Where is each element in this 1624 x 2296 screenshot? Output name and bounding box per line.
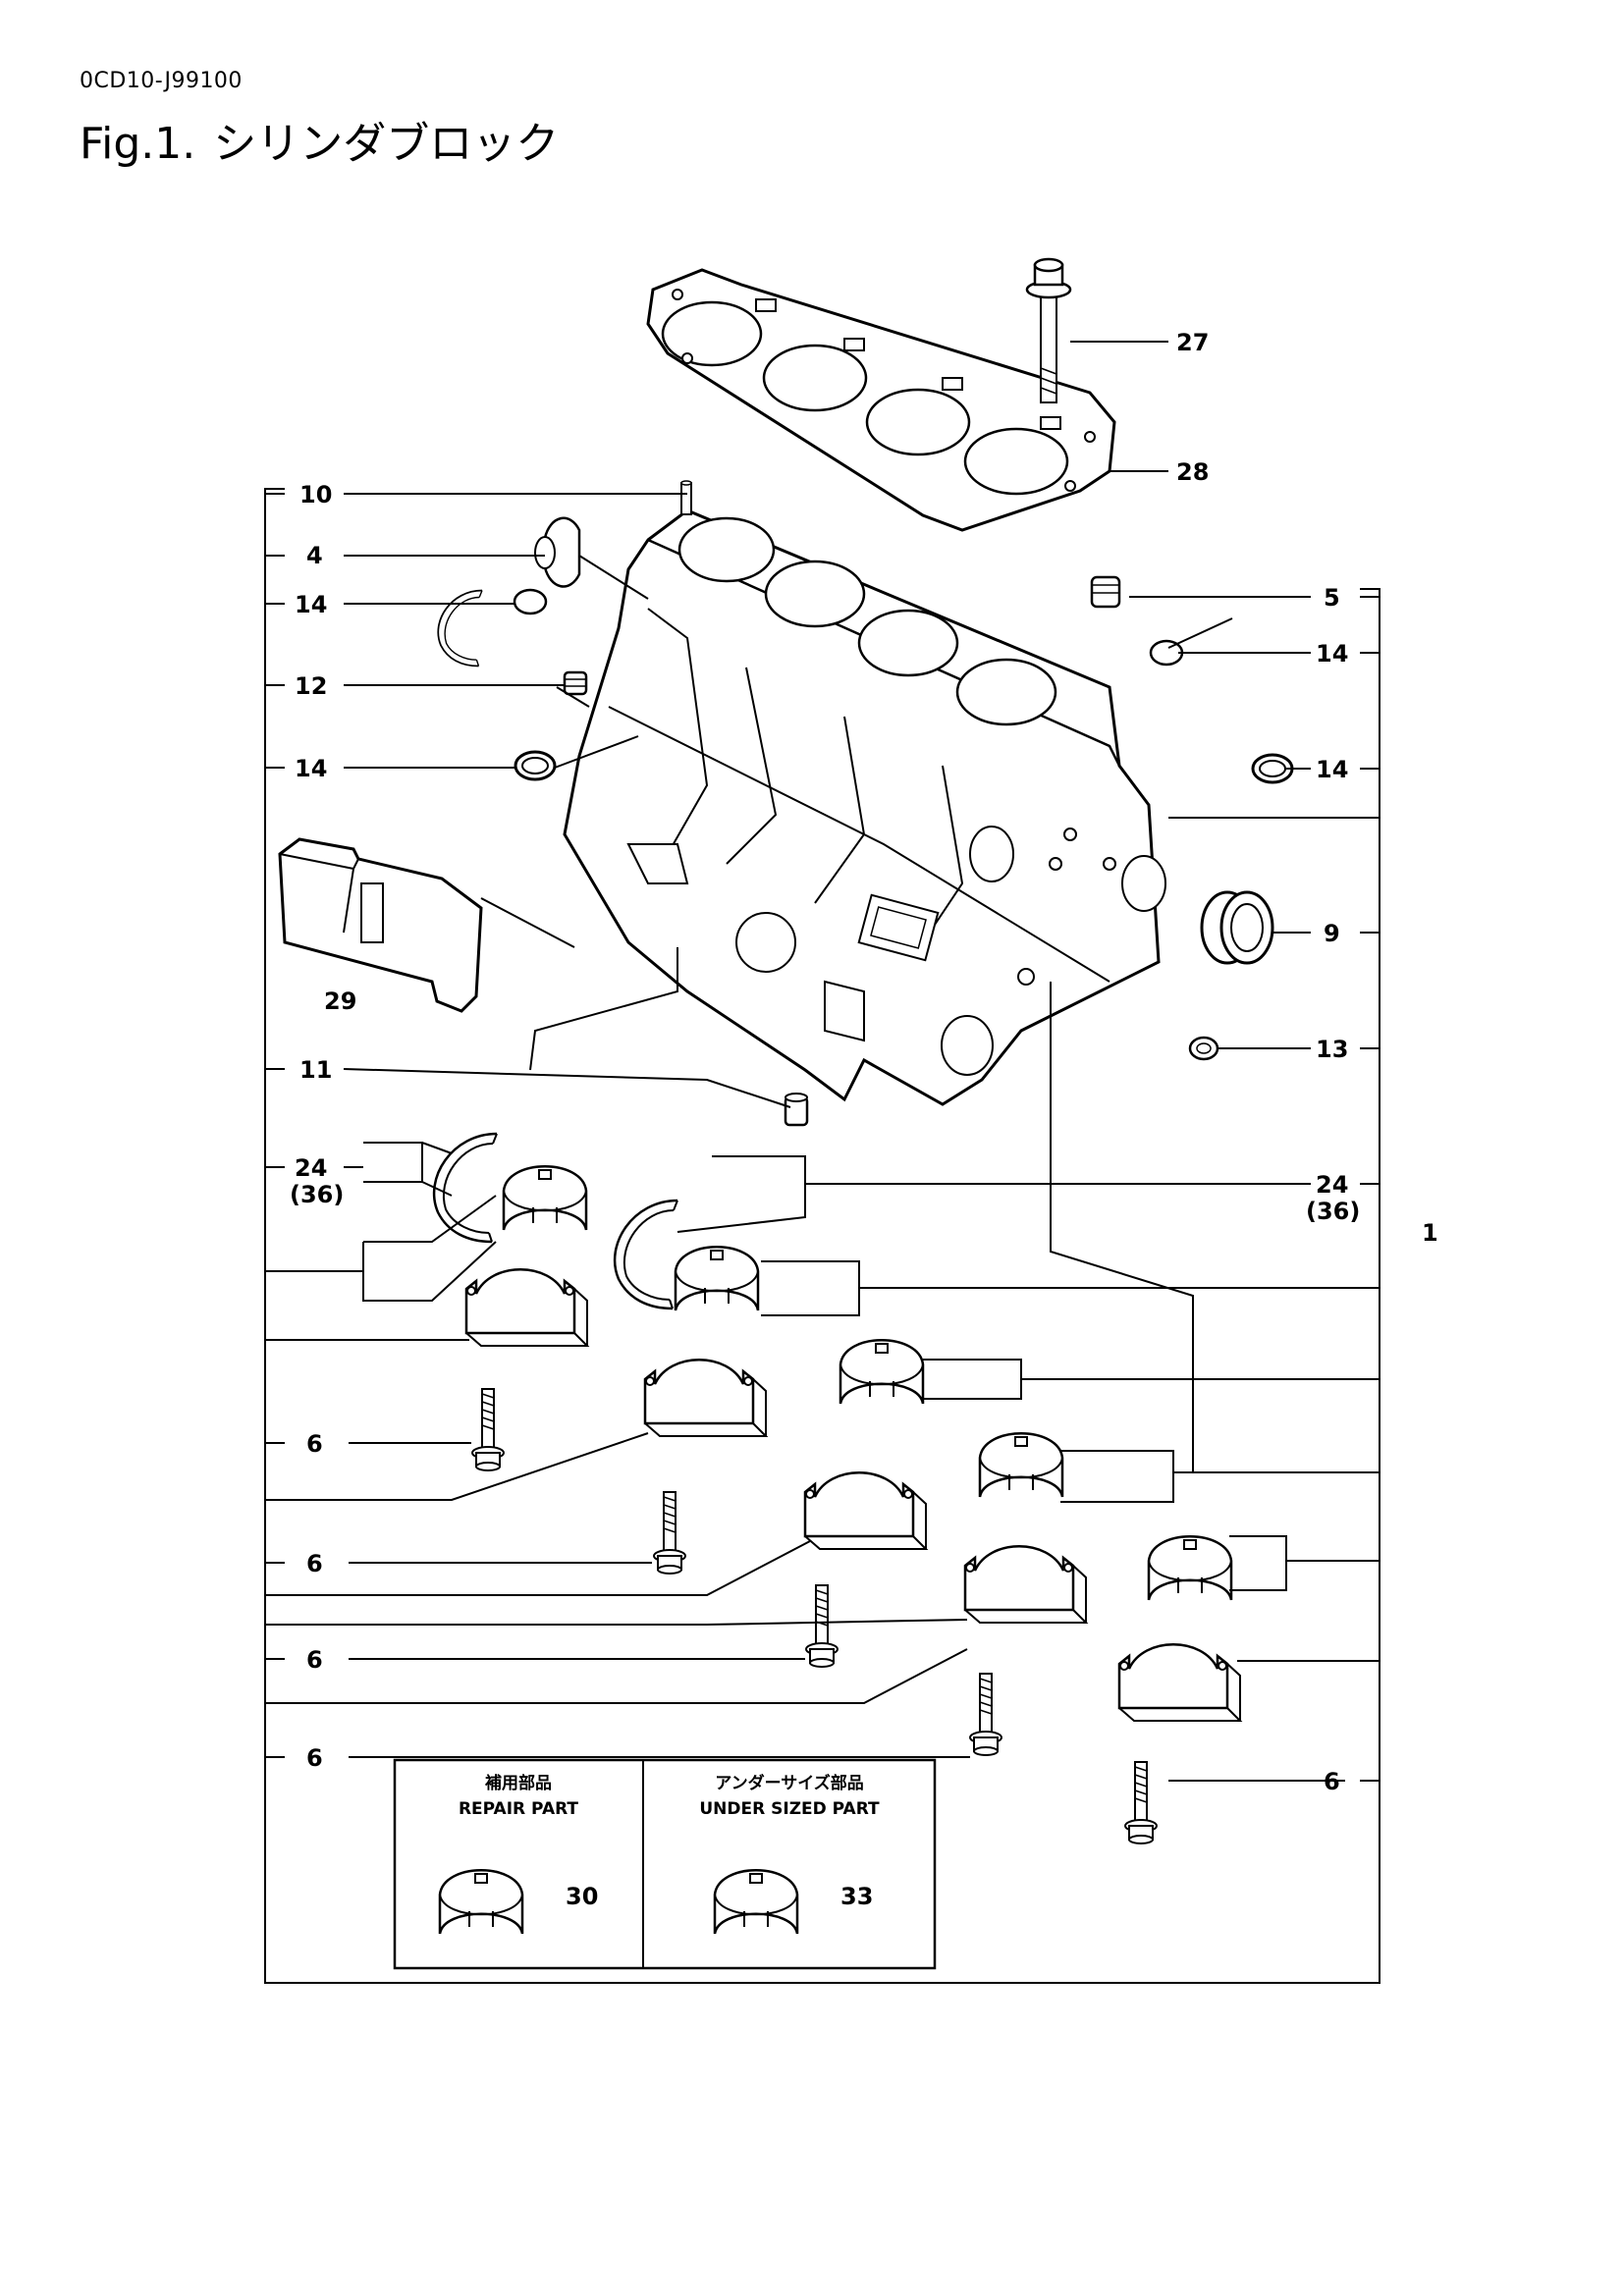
callout-14-d: 14 bbox=[1316, 756, 1348, 783]
cup-plug-small-left bbox=[513, 588, 548, 615]
callout-12: 12 bbox=[295, 672, 327, 700]
callout-9: 9 bbox=[1324, 920, 1340, 947]
callout-1: 1 bbox=[1422, 1219, 1438, 1247]
under-sized-part-en: UNDER SIZED PART bbox=[699, 1799, 880, 1819]
callout-33: 33 bbox=[840, 1883, 873, 1910]
callout-14-b: 14 bbox=[295, 755, 327, 782]
seal-ring-right bbox=[1251, 753, 1294, 784]
plug-5 bbox=[1090, 575, 1121, 609]
figure-title: Fig.1. シリンダブロック bbox=[80, 108, 559, 171]
bearing-cap-1 bbox=[464, 1268, 589, 1348]
head-bolt bbox=[1025, 257, 1072, 403]
bearing-shell-5 bbox=[1147, 1535, 1233, 1602]
baffle-plate bbox=[278, 837, 483, 1013]
callout-6-e: 6 bbox=[1324, 1768, 1340, 1795]
repair-part-en: REPAIR PART bbox=[459, 1799, 578, 1819]
figure-number: Fig.1. bbox=[80, 119, 196, 169]
bearing-shell-4 bbox=[978, 1432, 1064, 1499]
callout-6-d: 6 bbox=[306, 1744, 323, 1772]
plug-12 bbox=[563, 670, 588, 696]
callout-4: 4 bbox=[306, 542, 323, 569]
dowel-pin bbox=[680, 480, 692, 515]
cap-bolt-3 bbox=[805, 1584, 839, 1668]
parts-box bbox=[393, 1758, 937, 1970]
bearing-cap-5 bbox=[1117, 1643, 1242, 1723]
callout-13: 13 bbox=[1316, 1036, 1348, 1063]
callout-24-left: 24 bbox=[295, 1154, 327, 1182]
callout-11: 11 bbox=[299, 1056, 332, 1084]
cup-plug-large bbox=[534, 516, 581, 588]
cap-bolt-2 bbox=[653, 1491, 686, 1575]
callout-36-right: (36) bbox=[1306, 1198, 1360, 1225]
bearing-cap-4 bbox=[963, 1545, 1088, 1625]
callout-28: 28 bbox=[1176, 458, 1209, 486]
callout-6-c: 6 bbox=[306, 1646, 323, 1674]
callout-14-c: 14 bbox=[1316, 640, 1348, 667]
callout-27: 27 bbox=[1176, 329, 1209, 356]
figure-name: シリンダブロック bbox=[213, 119, 560, 169]
document-code: 0CD10-J99100 bbox=[80, 69, 243, 93]
cap-bolt-4 bbox=[969, 1673, 1002, 1756]
callout-10: 10 bbox=[299, 481, 332, 508]
callout-6-b: 6 bbox=[306, 1550, 323, 1577]
callout-5: 5 bbox=[1324, 584, 1340, 612]
callout-36-left: (36) bbox=[290, 1181, 344, 1208]
cylinder-head-gasket bbox=[646, 268, 1116, 532]
repair-part-jp: 補用部品 bbox=[484, 1773, 552, 1793]
drain-plug bbox=[784, 1093, 809, 1127]
callout-24-right: 24 bbox=[1316, 1171, 1348, 1199]
thrust-washer-right bbox=[613, 1199, 679, 1310]
oil-seal bbox=[1200, 890, 1274, 965]
seal-ring-left bbox=[514, 750, 557, 781]
bearing-shell-2 bbox=[674, 1246, 760, 1312]
bearing-shell-1 bbox=[502, 1165, 588, 1232]
callout-29: 29 bbox=[324, 988, 356, 1015]
thrust-washer-left bbox=[437, 589, 483, 667]
callout-6-a: 6 bbox=[306, 1430, 323, 1458]
under-sized-part-jp: アンダーサイズ部品 bbox=[715, 1773, 863, 1793]
cylinder-block bbox=[563, 508, 1166, 1106]
bearing-cap-2 bbox=[643, 1359, 768, 1438]
bearing-cap-3 bbox=[803, 1471, 928, 1551]
bearing-shell-3 bbox=[839, 1339, 925, 1406]
cap-bolt-1 bbox=[471, 1388, 505, 1471]
cap-bolt-5 bbox=[1124, 1761, 1158, 1844]
callout-labels: 10 4 14 12 14 29 11 24 (36) 6 6 6 6 27 2… bbox=[290, 329, 1438, 1910]
plug-13 bbox=[1188, 1036, 1219, 1061]
callout-14-a: 14 bbox=[295, 591, 327, 618]
callout-30: 30 bbox=[566, 1883, 598, 1910]
